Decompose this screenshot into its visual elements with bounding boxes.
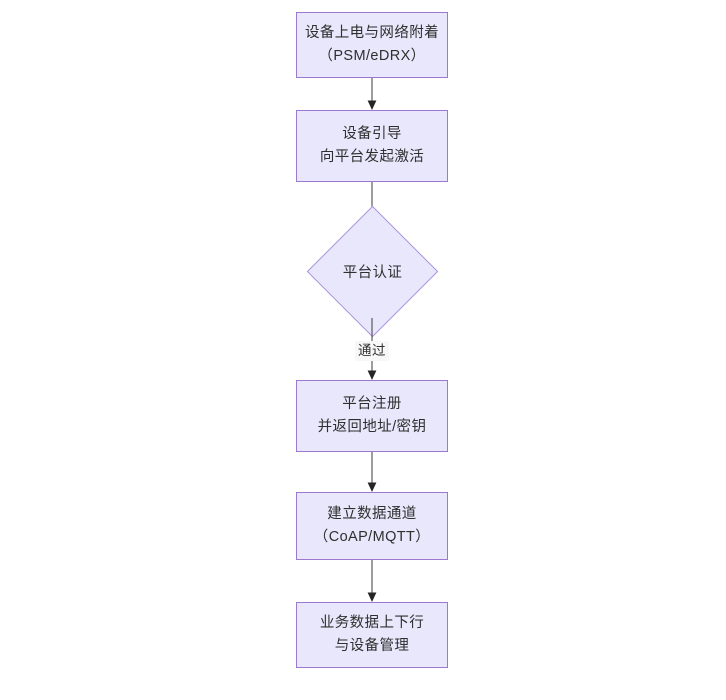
edge-n1-n2: [367, 78, 377, 110]
node-establish-data-channel[interactable]: 建立数据通道 （CoAP/MQTT）: [296, 492, 448, 560]
node-label-line: 向平台发起激活: [319, 149, 425, 165]
node-label-line: 设备引导: [342, 125, 402, 142]
node-device-power-on[interactable]: 设备上电与网络附着 （PSM/eDRX）: [296, 12, 448, 78]
arrowhead-icon: [367, 100, 377, 110]
arrowhead-icon: [367, 370, 377, 380]
edge-n4-n5: [367, 452, 377, 492]
node-device-bootstrap[interactable]: 设备引导 向平台发起激活: [296, 110, 448, 182]
node-label-line: 平台注册: [342, 395, 402, 412]
node-label-line: （CoAP/MQTT）: [313, 529, 431, 545]
node-platform-registration[interactable]: 平台注册 并返回地址/密钥: [296, 380, 448, 452]
node-label-line: 与设备管理: [334, 638, 410, 654]
node-label-line: 建立数据通道: [327, 505, 417, 522]
arrowhead-icon: [367, 482, 377, 492]
node-platform-authentication[interactable]: 平台认证: [306, 205, 439, 338]
edge-label-pass: 通过: [355, 341, 389, 361]
edge-n5-n6: [367, 560, 377, 602]
node-label-line: 平台认证: [342, 265, 403, 281]
node-label-line: 并返回地址/密钥: [317, 419, 427, 435]
node-label-line: 设备上电与网络附着: [304, 24, 440, 41]
node-label-line: （PSM/eDRX）: [318, 48, 426, 64]
node-business-data-and-device-management[interactable]: 业务数据上下行 与设备管理: [296, 602, 448, 668]
node-label-line: 业务数据上下行: [319, 614, 425, 631]
arrowhead-icon: [367, 592, 377, 602]
